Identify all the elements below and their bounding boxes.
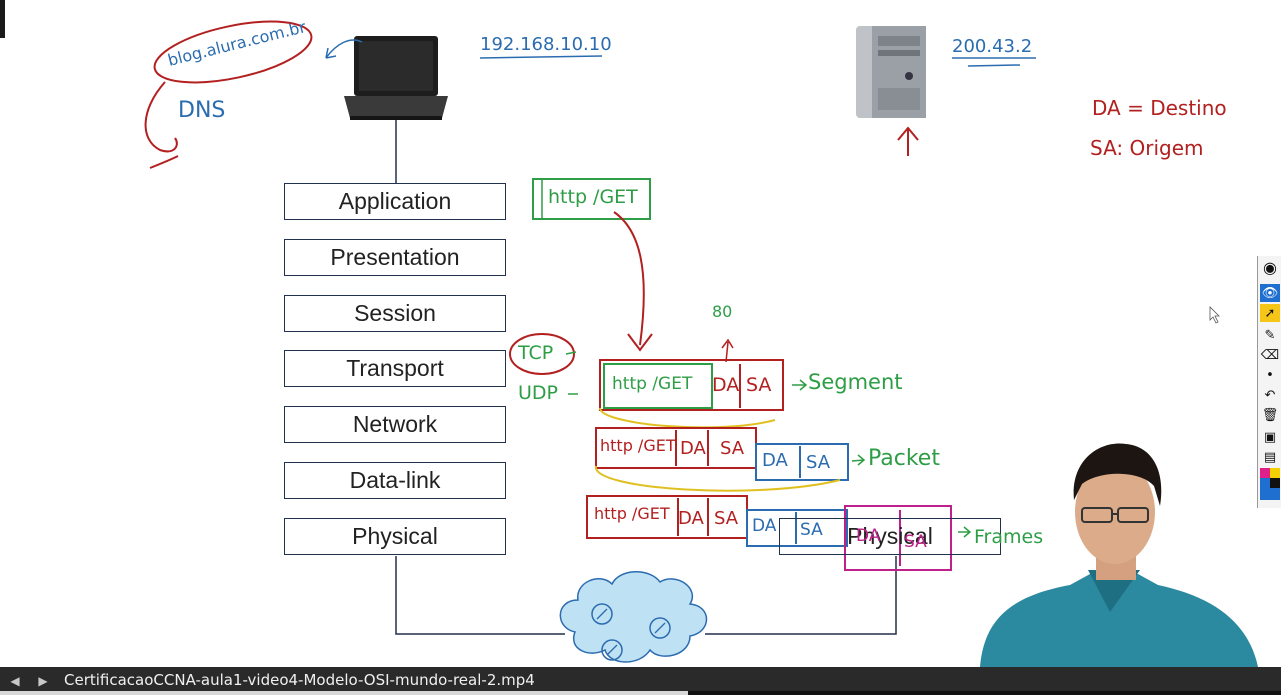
previous-icon[interactable]: ◀ <box>10 674 20 688</box>
frame-http-get: http /GET <box>594 504 670 523</box>
packet-da-l3: DA <box>762 450 788 471</box>
osi-layer-network: Network <box>284 406 506 443</box>
presenter-video-overlay <box>980 443 1258 667</box>
mouse-cursor-icon <box>1209 306 1220 324</box>
osi-layer-data-link: Data-link <box>284 462 506 499</box>
osi-layer-physical: Physical <box>284 518 506 555</box>
eye-icon[interactable]: 👁 <box>1260 284 1280 302</box>
server-ip-annotation: 200.43.2 <box>952 36 1033 57</box>
packet-sa-l3: SA <box>806 452 831 473</box>
whiteboard-ink <box>144 20 1258 667</box>
play-icon[interactable]: ▶ <box>38 674 48 688</box>
legend-sa: SA: Origem <box>1090 136 1204 160</box>
frame-sa-1: SA <box>714 508 739 529</box>
color-palette-icon[interactable] <box>1260 468 1280 502</box>
eraser-icon[interactable]: ⌫ <box>1260 347 1280 363</box>
segment-label: Segment <box>808 370 903 394</box>
server-icon <box>856 26 926 118</box>
legend-da: DA = Destino <box>1092 96 1227 120</box>
frame-da-1: DA <box>678 508 704 529</box>
packet-da-l2: DA <box>680 438 706 459</box>
undo-icon[interactable]: ↶ <box>1264 387 1276 403</box>
pointer-icon[interactable]: ➚ <box>1260 304 1280 322</box>
dns-annotation: DNS <box>178 98 226 123</box>
video-title: CertificacaoCCNA-aula1-video4-Modelo-OSI… <box>64 671 535 689</box>
camera-icon[interactable]: ▣ <box>1263 429 1277 445</box>
window-corner-marker <box>0 0 5 38</box>
segment-da: DA <box>712 374 740 396</box>
osi-layer-presentation: Presentation <box>284 239 506 276</box>
trash-icon[interactable]: 🗑 <box>1261 407 1279 423</box>
frame-da-3: DA <box>856 526 881 546</box>
osi-layer-session: Session <box>284 295 506 332</box>
client-ip-annotation: 192.168.10.10 <box>480 34 612 55</box>
osi-layer-physical-server: Physical <box>779 518 1001 555</box>
osi-layer-application: Application <box>284 183 506 220</box>
segment-sa: SA <box>746 374 772 396</box>
video-player-bar: ◀ ▶ CertificacaoCCNA-aula1-video4-Modelo… <box>0 667 1281 695</box>
http-get-application: http /GET <box>548 186 638 208</box>
frame-sa-2: SA <box>800 520 823 540</box>
video-progress-track[interactable] <box>0 691 1281 695</box>
frame-da-2: DA <box>752 516 777 536</box>
app-logo-icon[interactable]: ◉ <box>1263 257 1277 277</box>
osi-layer-transport: Transport <box>284 350 506 387</box>
laptop-icon <box>344 36 448 120</box>
packet-http-get: http /GET <box>600 436 676 455</box>
packet-sa-l2: SA <box>720 438 745 459</box>
port-80-annotation: 80 <box>712 302 733 321</box>
frames-label: Frames <box>974 526 1044 548</box>
page-icon[interactable]: ▤ <box>1263 449 1277 465</box>
internet-cloud-icon <box>559 571 708 663</box>
tcp-annotation: TCP <box>518 342 554 364</box>
segment-http-get: http /GET <box>612 374 693 394</box>
packet-label: Packet <box>868 446 940 471</box>
annotation-toolbar: ◉ 👁 ➚ ✎ ⌫ • ↶ 🗑 ▣ ▤ <box>1257 256 1281 508</box>
dot-size-icon[interactable]: • <box>1266 367 1274 383</box>
udp-annotation: UDP <box>518 382 558 404</box>
frame-sa-3: SA <box>904 532 927 552</box>
video-progress-fill <box>0 691 688 695</box>
pen-icon[interactable]: ✎ <box>1264 327 1276 343</box>
